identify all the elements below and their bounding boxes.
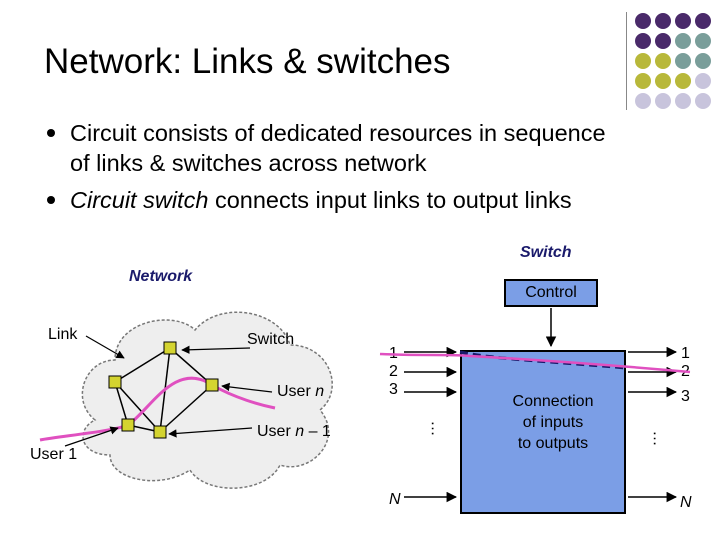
decor-divider [626, 12, 627, 110]
output-number-2: 2 [681, 363, 690, 380]
switch-label: Switch [247, 331, 295, 348]
bullet-1-line-1: Circuit consists of dedicated resources … [70, 120, 606, 146]
connection-text: Connection of inputs to outputs [512, 393, 594, 452]
bullet-marker [47, 129, 55, 137]
network-links [114, 347, 213, 433]
decor-dot [635, 93, 651, 109]
decor-dot [635, 13, 651, 29]
control-box: Control [504, 279, 598, 307]
bullet-marker [47, 196, 55, 204]
input-number-3: 3 [389, 381, 398, 398]
switch-heading: Switch [520, 244, 572, 261]
bullet-2-italic: Circuit switch [70, 187, 209, 213]
circuit-path [39, 376, 276, 442]
decor-dot [635, 73, 651, 89]
user-n-label: User n [277, 383, 325, 400]
input-number-2: 2 [389, 363, 398, 380]
decor-dot [695, 13, 711, 29]
decor-dot [655, 53, 671, 69]
decor-dot [655, 93, 671, 109]
user-1-label: User 1 [30, 446, 78, 463]
output-ellipsis: … [642, 430, 660, 447]
network-label: Network [129, 268, 193, 285]
decor-dot [635, 53, 651, 69]
link-label: Link [48, 326, 78, 343]
switch-nodes [108, 341, 219, 439]
input-n-label: N [389, 491, 401, 508]
decor-dot [635, 33, 651, 49]
input-number-1: 1 [389, 345, 398, 362]
network-cloud [81, 311, 333, 489]
bullet-2: Circuit switch connects input links to o… [70, 185, 572, 215]
decor-dot [655, 13, 671, 29]
decor-dot [655, 33, 671, 49]
decor-dot [675, 13, 691, 29]
decor-dot [675, 53, 691, 69]
bullet-2-rest: connects input links to output links [208, 187, 572, 213]
decor-dot [675, 33, 691, 49]
switch-box [460, 350, 626, 514]
decor-dot [675, 93, 691, 109]
decor-dot [695, 73, 711, 89]
bullet-1-line-2: of links & switches across network [70, 150, 427, 176]
decor-dot-grid [635, 13, 711, 109]
decor-dot [695, 33, 711, 49]
user-n-minus-1-label: User n – 1 [257, 423, 331, 440]
output-number-3: 3 [681, 388, 690, 405]
slide-title: Network: Links & switches [44, 42, 451, 81]
output-n-label: N [680, 494, 692, 511]
decor-dot [675, 73, 691, 89]
decor-dot [695, 93, 711, 109]
input-ellipsis: … [420, 420, 438, 437]
decor-dot [655, 73, 671, 89]
decor-dot [695, 53, 711, 69]
output-number-1: 1 [681, 345, 690, 362]
